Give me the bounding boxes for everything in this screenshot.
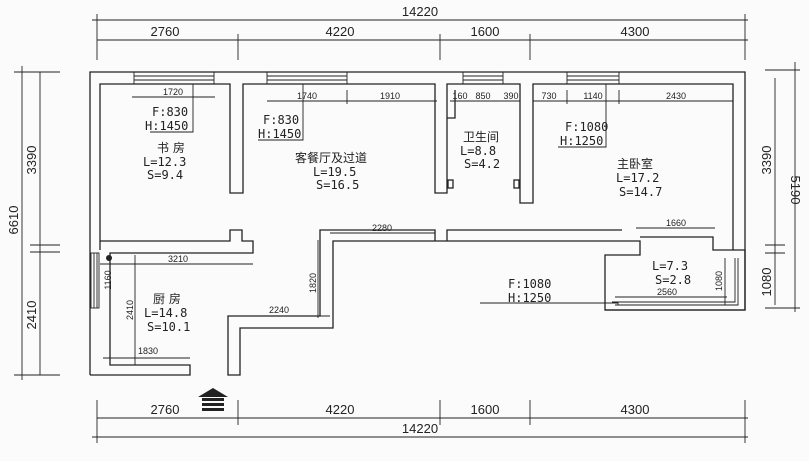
bedroom-name: 主卧室 [617, 156, 653, 171]
right-dim-2: 1080 [759, 268, 774, 297]
room-labels: 书 房 L=12.3 S=9.4 客餐厅及过道 L=19.5 S=16.5 卫生… [143, 130, 691, 334]
bath-s: S=4.2 [464, 157, 500, 171]
left-total-dim: 6610 [6, 206, 21, 235]
top-total-dim: 14220 [402, 4, 438, 19]
living-window-dim: 1740 [297, 91, 317, 101]
window-specs: F:830 H:1450 F:830 H:1450 F:1080 H:1250 … [145, 105, 608, 305]
living-s: S=16.5 [316, 178, 359, 192]
pipe-icon [106, 255, 112, 261]
left-dim-2: 2410 [24, 301, 39, 330]
bath-name: 卫生间 [463, 130, 499, 144]
bedroom-s: S=14.7 [619, 185, 662, 199]
top-dim-2: 4220 [326, 24, 355, 39]
inner-dimension-labels: 1720 1740 1910 160 850 390 730 1140 2430… [103, 87, 724, 356]
study-window-h: H:1450 [145, 119, 188, 133]
kitchen-s: S=10.1 [147, 320, 190, 334]
balcony-window-h: H:1250 [508, 291, 551, 305]
bottom-dim-4: 4300 [621, 402, 650, 417]
bedroom-window-f: F:1080 [565, 120, 608, 134]
right-dim-1: 3390 [759, 146, 774, 175]
kitchen-l: L=14.8 [144, 306, 187, 320]
bath-dim-c: 390 [503, 91, 518, 101]
bedroom-window-h: H:1250 [560, 134, 603, 148]
kitchen-top-dim: 3210 [168, 254, 188, 264]
living-name: 客餐厅及过道 [295, 150, 367, 165]
bath-l: L=8.8 [460, 144, 496, 158]
kitchen-window-dim: 1160 [103, 270, 113, 289]
living-window-h: H:1450 [258, 127, 301, 141]
kitchen-name: 厨 房 [153, 291, 181, 306]
balcony-window-f: F:1080 [508, 277, 551, 291]
top-dim-1: 2760 [151, 24, 180, 39]
study-l: L=12.3 [143, 155, 186, 169]
kitchen-bottom-dim: 1830 [138, 346, 158, 356]
study-name: 书 房 [157, 140, 185, 155]
living-rest-dim: 1910 [380, 91, 400, 101]
balcony-side-dim: 1080 [714, 271, 724, 291]
bottom-dim-1: 2760 [151, 402, 180, 417]
top-dim-4: 4300 [621, 24, 650, 39]
balcony-top-dim: 1660 [666, 218, 686, 228]
dimension-lines [14, 14, 800, 443]
bed-dim-c: 2430 [666, 91, 686, 101]
study-window-f: F:830 [152, 105, 188, 119]
bath-dim-a: 160 [452, 91, 467, 101]
right-total-dim: 5190 [788, 176, 803, 205]
living-window-f: F:830 [263, 113, 299, 127]
bottom-dim-2: 4220 [326, 402, 355, 417]
study-s: S=9.4 [147, 168, 183, 182]
top-dim-3: 1600 [471, 24, 500, 39]
bottom-total-dim: 14220 [402, 421, 438, 436]
balcony-l: L=7.3 [652, 259, 688, 273]
bed-dim-a: 730 [541, 91, 556, 101]
windows [100, 71, 733, 365]
kitchen-height-dim: 2410 [125, 300, 135, 320]
corridor-top-dim: 2280 [372, 223, 392, 233]
study-window-dim: 1720 [163, 87, 183, 97]
bed-dim-b: 1140 [583, 91, 602, 101]
bottom-dim-3: 1600 [471, 402, 500, 417]
balcony-s: S=2.8 [655, 273, 691, 287]
left-dim-1: 3390 [24, 146, 39, 175]
bedroom-l: L=17.2 [616, 171, 659, 185]
step-height-dim: 1820 [308, 273, 318, 293]
entrance-arrow-icon [198, 388, 228, 411]
balcony-bottom-dim: 2560 [657, 287, 677, 297]
step-width-dim: 2240 [269, 305, 289, 315]
living-l: L=19.5 [313, 165, 356, 179]
outer-dimension-labels: 14220 2760 4220 1600 4300 2760 4220 1600… [6, 4, 803, 436]
bath-dim-b: 850 [475, 91, 490, 101]
walls [89, 71, 746, 376]
